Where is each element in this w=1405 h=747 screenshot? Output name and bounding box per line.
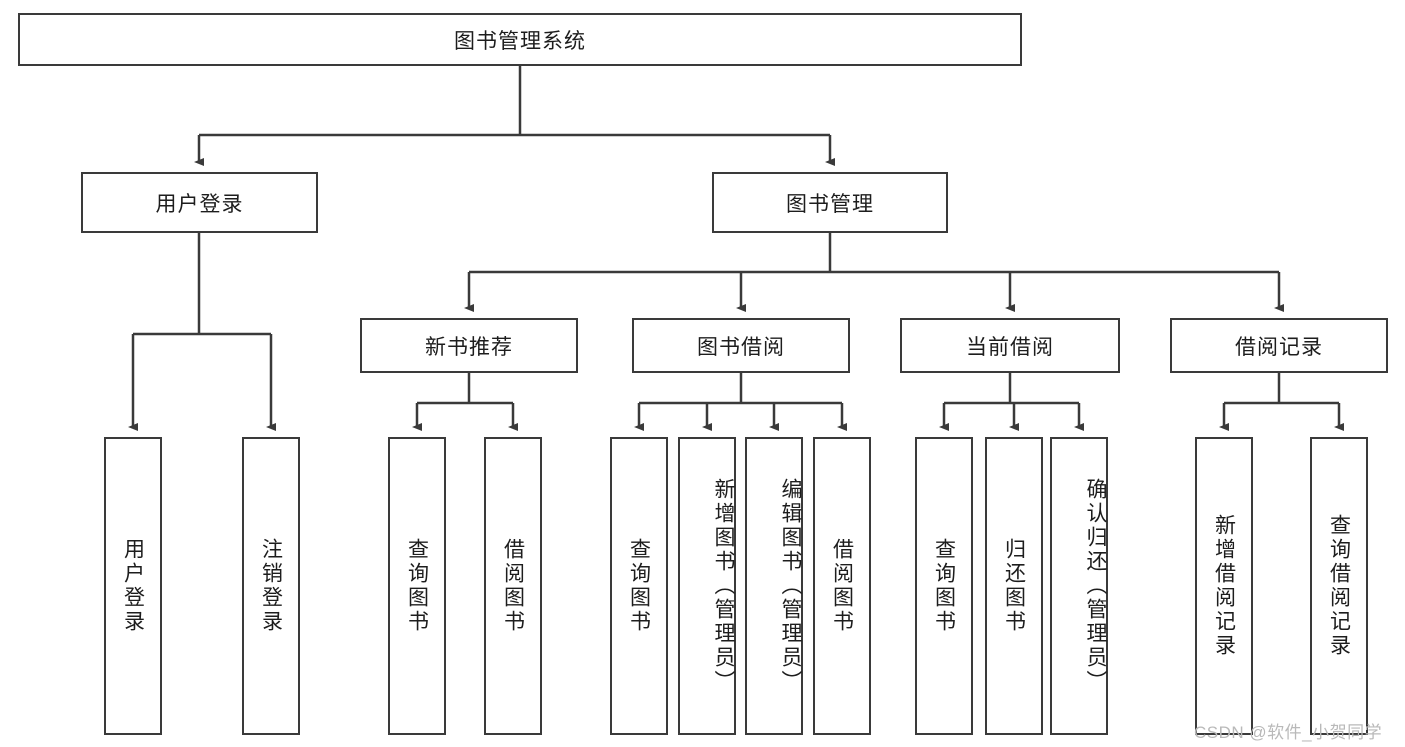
node-leaf-borrow-book-1[interactable]: 借阅图书 (484, 437, 542, 735)
node-label: 借阅图书 (501, 538, 525, 634)
node-label: 新书推荐 (425, 335, 513, 359)
node-label: 归还图书 (1002, 538, 1026, 634)
node-label: 查询借阅记录 (1327, 514, 1351, 658)
node-label: 当前借阅 (966, 335, 1054, 359)
node-borrow-record[interactable]: 借阅记录 (1170, 318, 1388, 373)
node-label: 确认归还（管理员） (1084, 478, 1107, 694)
node-leaf-confirm-return-admin[interactable]: 确认归还（管理员） (1050, 437, 1108, 735)
node-label: 查询图书 (932, 538, 956, 634)
node-leaf-user-login[interactable]: 用户登录 (104, 437, 162, 735)
node-leaf-add-borrow-record[interactable]: 新增借阅记录 (1195, 437, 1253, 735)
node-label: 图书管理系统 (454, 29, 586, 53)
node-leaf-query-book-3[interactable]: 查询图书 (915, 437, 973, 735)
node-label: 查询图书 (405, 538, 429, 634)
node-user-login[interactable]: 用户登录 (81, 172, 318, 233)
node-current-borrow[interactable]: 当前借阅 (900, 318, 1120, 373)
node-label: 借阅记录 (1235, 335, 1323, 359)
node-label: 图书借阅 (697, 335, 785, 359)
node-new-book-recommend[interactable]: 新书推荐 (360, 318, 578, 373)
node-label: 新增图书（管理员） (712, 478, 735, 694)
node-leaf-user-logout[interactable]: 注销登录 (242, 437, 300, 735)
node-label: 用户登录 (155, 192, 244, 216)
node-leaf-return-book[interactable]: 归还图书 (985, 437, 1043, 735)
node-leaf-borrow-book-2[interactable]: 借阅图书 (813, 437, 871, 735)
node-label: 借阅图书 (830, 538, 854, 634)
node-book-borrow[interactable]: 图书借阅 (632, 318, 850, 373)
node-leaf-query-borrow-record[interactable]: 查询借阅记录 (1310, 437, 1368, 735)
node-book-management[interactable]: 图书管理 (712, 172, 948, 233)
node-leaf-query-book-1[interactable]: 查询图书 (388, 437, 446, 735)
csdn-watermark: CSDN @软件_小贺同学 (1194, 723, 1383, 742)
node-leaf-edit-book-admin[interactable]: 编辑图书（管理员） (745, 437, 803, 735)
node-label: 图书管理 (786, 192, 874, 216)
node-label: 编辑图书（管理员） (779, 478, 802, 694)
node-book-management-system[interactable]: 图书管理系统 (18, 13, 1022, 66)
node-label: 用户登录 (121, 538, 145, 634)
node-label: 注销登录 (259, 538, 283, 634)
node-label: 查询图书 (627, 538, 651, 634)
node-leaf-query-book-2[interactable]: 查询图书 (610, 437, 668, 735)
node-leaf-add-book-admin[interactable]: 新增图书（管理员） (678, 437, 736, 735)
node-label: 新增借阅记录 (1212, 514, 1236, 658)
